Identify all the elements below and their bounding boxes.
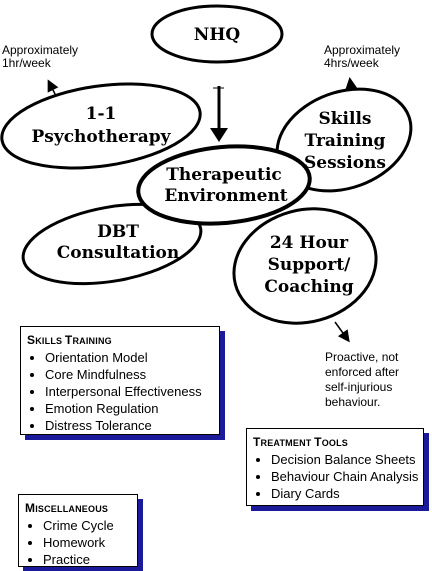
dbt-label-1: DBT <box>97 222 139 242</box>
list-item: Behaviour Chain Analysis <box>271 468 423 485</box>
list-item: Homework <box>43 534 137 551</box>
miscellaneous-box: MISCELLANEOUS Crime Cycle Homework Pract… <box>18 494 138 567</box>
treatment-tools-title: TREATMENT TOOLS <box>253 435 349 449</box>
nhq-label: NHQ <box>194 25 241 45</box>
skills-training-sessions-node: Skills Training Sessions <box>275 87 413 193</box>
psychotherapy-label-2: Psychotherapy <box>31 127 171 147</box>
skills-training-title: SKILLS TRAINING <box>27 333 112 347</box>
psychotherapy-time-note: Approximately 1hr/week <box>2 43 79 70</box>
list-item: Decision Balance Sheets <box>271 451 423 468</box>
support-note-arrow <box>334 321 350 343</box>
therapeutic-environment-node: Therapeutic Environment <box>136 144 312 226</box>
psychotherapy-node: 1-1 Psychotherapy <box>0 82 202 170</box>
psychotherapy-note-arrow <box>47 79 59 97</box>
list-item: Distress Tolerance <box>45 417 219 434</box>
list-item: Core Mindfulness <box>45 366 219 383</box>
support-label-3: Coaching <box>264 277 353 297</box>
list-item: Diary Cards <box>271 485 423 502</box>
support-label-1: 24 Hour <box>270 233 349 253</box>
nhq-arrow-head <box>210 128 228 142</box>
list-item: Orientation Model <box>45 349 219 366</box>
skills-sessions-label-3: Sessions <box>304 153 386 173</box>
list-item: Crime Cycle <box>43 517 137 534</box>
skills-sessions-label-2: Training <box>305 131 386 151</box>
miscellaneous-list: Crime Cycle Homework Practice <box>25 517 137 568</box>
skills-training-list: Orientation Model Core Mindfulness Inter… <box>27 349 219 434</box>
miscellaneous-title: MISCELLANEOUS <box>25 501 109 515</box>
psychotherapy-label-1: 1-1 <box>86 104 117 124</box>
treatment-tools-box: TREATMENT TOOLS Decision Balance Sheets … <box>246 428 424 506</box>
skills-training-box: SKILLS TRAINING Orientation Model Core M… <box>20 326 220 435</box>
support-coaching-node: 24 Hour Support/ Coaching <box>232 207 378 325</box>
support-label-2: Support/ <box>268 255 352 275</box>
support-note: Proactive, not enforced after self-injur… <box>325 350 400 409</box>
dbt-consultation-node: DBT Consultation <box>21 202 203 286</box>
treatment-tools-list: Decision Balance Sheets Behaviour Chain … <box>253 451 423 502</box>
list-item: Practice <box>43 551 137 568</box>
skills-sessions-label-1: Skills <box>318 109 371 129</box>
list-item: Interpersonal Effectiveness <box>45 383 219 400</box>
therapeutic-label-2: Environment <box>164 186 287 206</box>
therapeutic-label-1: Therapeutic <box>166 165 282 185</box>
nhq-node: NHQ <box>150 4 284 64</box>
dbt-label-2: Consultation <box>57 243 180 263</box>
list-item: Emotion Regulation <box>45 400 219 417</box>
skills-time-note: Approximately 4hrs/week <box>324 43 401 70</box>
